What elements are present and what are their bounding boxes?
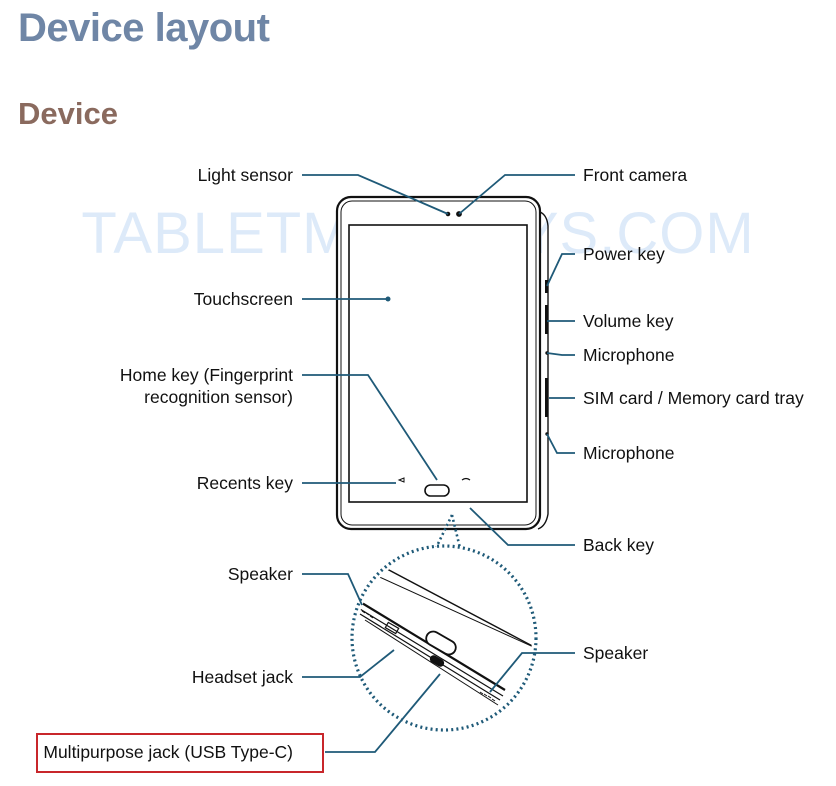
section-title: Device [18, 96, 118, 131]
tablet-illustration [335, 195, 549, 531]
label-multipurpose-jack: Multipurpose jack (USB Type-C) [43, 742, 293, 762]
home-key-shape [424, 484, 450, 497]
label-speaker-left: Speaker [227, 564, 293, 584]
label-home-key: Home key (Fingerprint recognition sensor… [119, 365, 293, 407]
power-key-shape [545, 280, 548, 293]
back-key-shape [461, 477, 471, 481]
callout-lines [302, 174, 575, 753]
label-light-sensor: Light sensor [197, 165, 293, 185]
label-sim-tray: SIM card / Memory card tray [583, 388, 804, 408]
sim-tray-shape [545, 378, 548, 417]
recents-key-shape [397, 477, 405, 483]
label-headset-jack: Headset jack [191, 667, 293, 687]
volume-key-shape [545, 305, 548, 334]
zoom-detail [350, 544, 538, 732]
label-volume-key: Volume key [583, 311, 674, 331]
label-speaker-right: Speaker [583, 643, 649, 663]
label-front-camera: Front camera [583, 165, 688, 185]
label-power-key: Power key [583, 244, 665, 264]
label-recents-key: Recents key [196, 473, 293, 493]
label-back-key: Back key [583, 535, 654, 555]
highlight-box [36, 733, 324, 773]
label-microphone-top: Microphone [583, 345, 675, 365]
label-touchscreen: Touchscreen [193, 289, 293, 309]
label-microphone-bottom: Microphone [583, 443, 675, 463]
page-title: Device layout [18, 6, 270, 50]
